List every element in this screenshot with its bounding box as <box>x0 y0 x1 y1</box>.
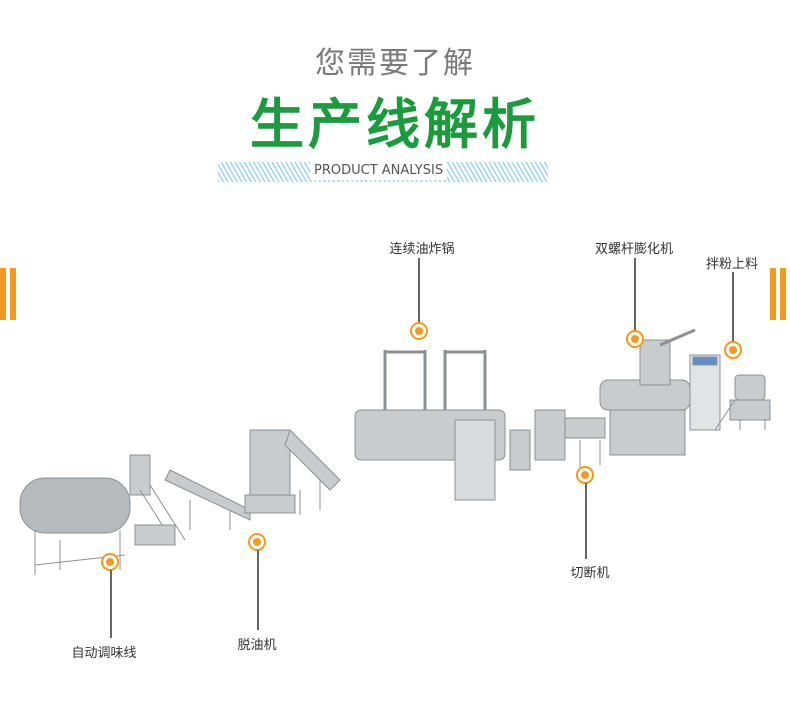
english-title: PRODUCT ANALYSIS <box>310 162 448 180</box>
seasoning-machine <box>19 454 186 575</box>
callout-line <box>732 272 734 342</box>
deoiler-machine <box>164 429 341 530</box>
label-mixer: 拌粉上料 <box>705 257 759 272</box>
marker-seasoning-icon <box>101 553 119 571</box>
marker-cutter-icon <box>576 466 594 484</box>
callout-line <box>110 570 112 638</box>
subtitle: 您需要了解 <box>315 46 475 81</box>
right-accent-bar <box>770 268 790 320</box>
marker-deoiler-icon <box>248 533 266 551</box>
marker-mixer-icon <box>724 341 742 359</box>
marker-fryer-icon <box>410 322 428 340</box>
page-title: 生产线解析 <box>250 93 540 156</box>
label-extruder: 双螺杆膨化机 <box>594 242 674 257</box>
cutter-machine <box>534 409 606 470</box>
callout-line <box>634 258 636 332</box>
label-seasoning: 自动调味线 <box>71 646 137 661</box>
label-fryer: 连续油炸锅 <box>389 242 455 257</box>
callout-line <box>418 258 420 324</box>
extruder-machine <box>599 328 721 456</box>
left-accent-bar <box>0 268 20 320</box>
label-cutter: 切断机 <box>570 566 610 581</box>
mixer-machine <box>714 374 771 431</box>
callout-line <box>257 550 259 630</box>
marker-extruder-icon <box>626 330 644 348</box>
label-deoiler: 脱油机 <box>237 638 277 653</box>
english-banner: PRODUCT ANALYSIS <box>218 162 548 182</box>
callout-line <box>585 483 587 559</box>
fryer-machine <box>354 350 531 501</box>
